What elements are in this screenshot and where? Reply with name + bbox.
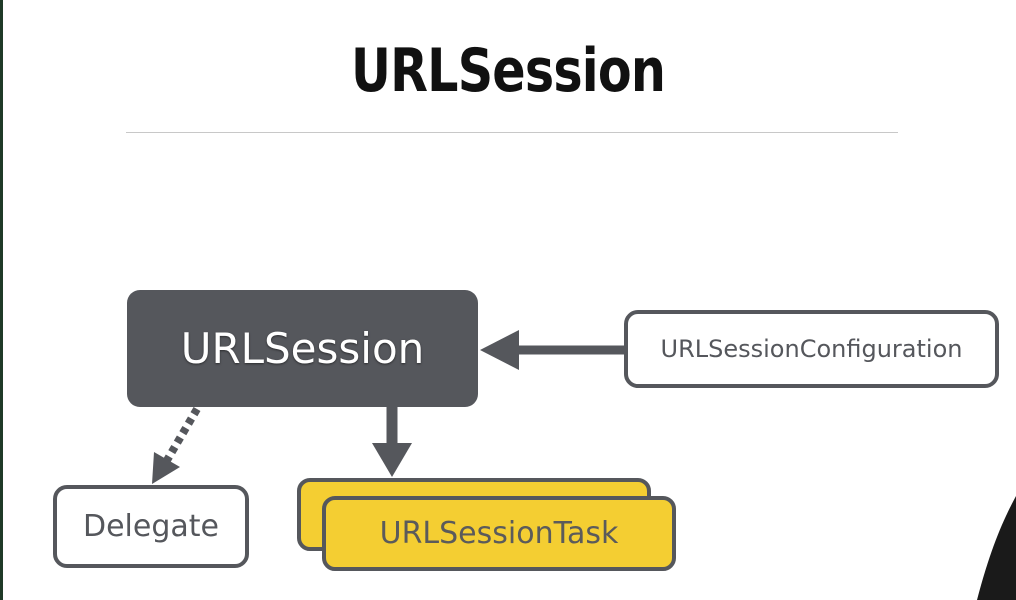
left-edge-border [0, 0, 3, 600]
urlsession-label: URLSession [180, 324, 425, 373]
delegate-label: Delegate [83, 509, 219, 544]
session-to-task-arrowhead [372, 443, 412, 477]
urlsession-box: URLSession [127, 290, 478, 407]
task-label: URLSessionTask [379, 516, 619, 551]
config-to-session-arrowhead [480, 330, 519, 370]
task-box: URLSessionTask [322, 496, 676, 571]
configuration-label: URLSessionConfiguration [660, 335, 963, 363]
slide-title: URLSession [350, 36, 666, 106]
delegate-box: Delegate [53, 485, 249, 568]
session-to-delegate-arrowhead [152, 452, 180, 484]
configuration-box: URLSessionConfiguration [624, 310, 999, 388]
title-divider [126, 132, 898, 133]
